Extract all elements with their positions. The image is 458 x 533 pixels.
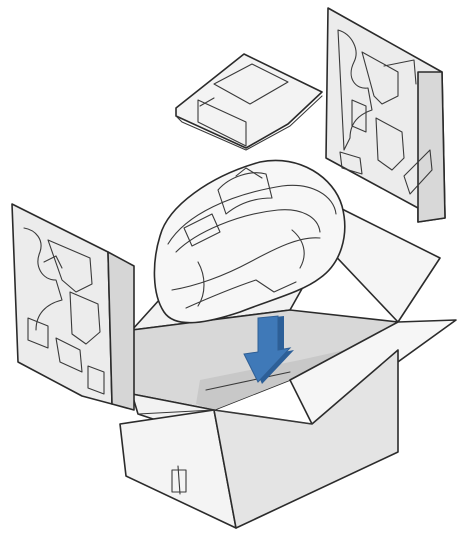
foam-end-cap-left (12, 204, 134, 410)
printer-in-bag (154, 160, 344, 322)
output-tray (176, 54, 322, 150)
foam-cap-right-side (418, 72, 445, 222)
printer-bag (154, 160, 344, 322)
foam-cap-left-side (108, 252, 134, 410)
foam-end-cap-right (326, 8, 445, 222)
